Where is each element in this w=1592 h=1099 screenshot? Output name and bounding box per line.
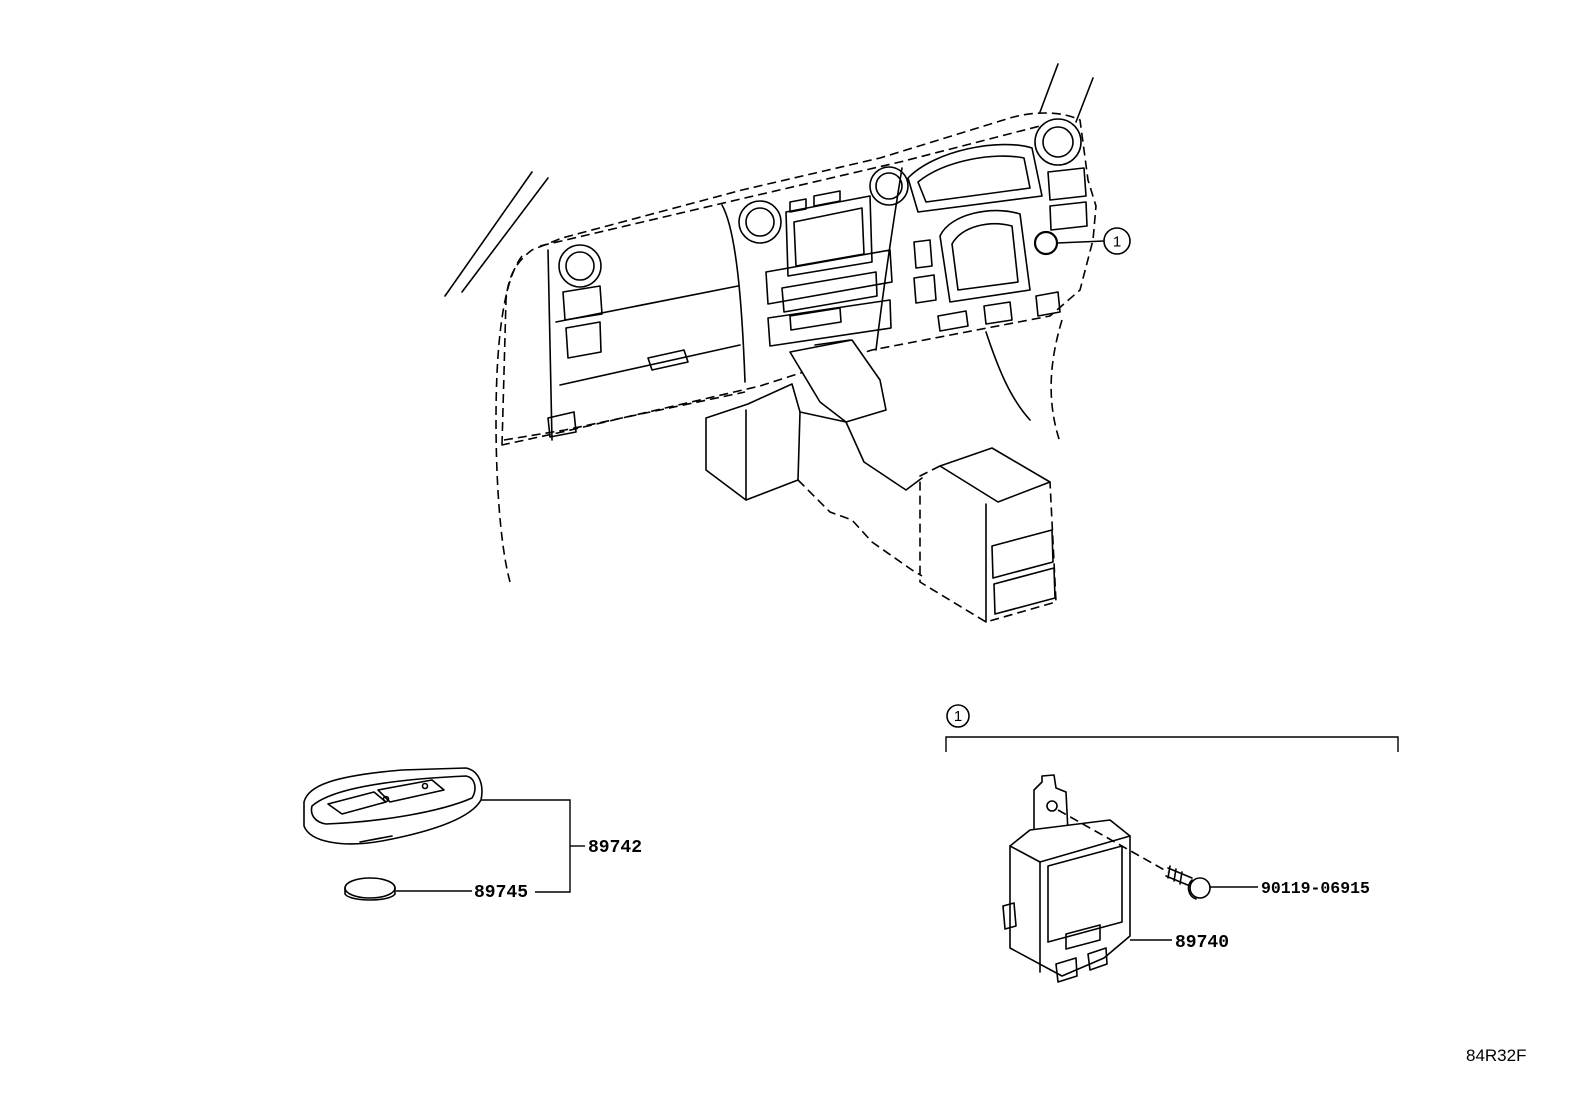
- center-right-vent-inner: [875, 172, 903, 200]
- lower-switch-inner: [789, 307, 842, 331]
- bracket-hole: [1046, 800, 1058, 812]
- radio-button-1: [789, 198, 807, 213]
- left-cap-edge: [547, 249, 553, 441]
- key-fob-leader: [481, 799, 571, 893]
- left-cap-panel-1: [562, 285, 603, 321]
- console-box-lid: [939, 447, 1051, 503]
- steering-column-inner: [951, 222, 1019, 291]
- right-vent: [1034, 118, 1082, 166]
- bolt-head: [1189, 877, 1211, 899]
- bolt-flange: [1187, 879, 1197, 900]
- key-fob-group: 89742 89745: [303, 767, 642, 903]
- key-fob-body: [303, 767, 483, 845]
- center-stack-left: [721, 204, 746, 383]
- console-box-panel-1: [991, 529, 1054, 579]
- knee-panel-switch-1: [983, 301, 1013, 325]
- left-a-pillar: [444, 171, 533, 297]
- center-stack-right: [875, 167, 903, 351]
- key-fob-button-dot: [382, 795, 390, 803]
- bolt-part-number: 90119-06915: [1261, 879, 1370, 898]
- dashboard-callout-leader: [1056, 240, 1105, 244]
- dashboard-callout-label: 1: [1113, 234, 1121, 251]
- dashboard-illustration: [444, 63, 1097, 623]
- cluster-left-switch-1: [913, 239, 933, 269]
- radio-unit: [785, 195, 873, 277]
- dashboard-callout-circle: [1103, 227, 1131, 255]
- receiver-location-marker: [1033, 230, 1059, 256]
- climate-panel-inner: [781, 271, 878, 313]
- dashboard-top-ridge: [539, 125, 1041, 247]
- cluster-left-switch-2: [913, 274, 937, 304]
- radio-button-2: [813, 190, 841, 207]
- dashboard-bottom-edge: [503, 391, 746, 441]
- key-fob-bottom-slot: [359, 835, 393, 843]
- right-cap-panel-3: [1035, 291, 1061, 317]
- bolt-shank: [1165, 865, 1193, 887]
- center-left-vent: [738, 200, 782, 244]
- key-fob-part-number: 89742: [588, 838, 642, 858]
- key-fob-button-unlock: [377, 779, 445, 803]
- center-right-vent: [869, 166, 909, 206]
- coin-battery: [344, 877, 396, 899]
- right-a-pillar-inner: [1075, 77, 1094, 123]
- battery-part-number: 89745: [474, 883, 528, 903]
- receiver-bracket: [1033, 774, 1069, 833]
- receiver-part-number: 89740: [1175, 933, 1229, 953]
- right-vent-inner: [1042, 126, 1074, 158]
- console-box-panel-2: [993, 567, 1056, 615]
- key-fob-button-dot-2: [421, 782, 429, 790]
- receiver-label-tag: [1065, 924, 1101, 950]
- receiver-top-edge: [1039, 835, 1131, 863]
- group-bracket: [945, 736, 1399, 752]
- shifter-boot: [789, 339, 887, 423]
- left-door-line: [495, 255, 523, 583]
- climate-panel: [765, 249, 893, 305]
- bolt-install-line: [1057, 809, 1169, 873]
- left-a-pillar-inner: [461, 177, 549, 293]
- tunnel-step: [845, 421, 923, 491]
- right-door-line: [1050, 319, 1063, 443]
- left-vent-inner: [565, 251, 595, 281]
- receiver-assembly-group: 1 90119-06915 89740: [945, 704, 1399, 983]
- tunnel-lower-edge: [797, 479, 923, 577]
- left-cap-panel-3: [547, 411, 577, 438]
- coin-battery-edge: [344, 887, 396, 901]
- instrument-hood: [907, 143, 1043, 213]
- knee-panel-switch-2: [937, 310, 969, 332]
- glove-box-handle: [647, 349, 689, 371]
- radio-display: [793, 207, 865, 267]
- left-vent: [558, 244, 602, 288]
- lower-switch-panel: [767, 299, 892, 347]
- diagram-id: 84R32F: [1466, 1046, 1526, 1065]
- instrument-hood-inner: [917, 155, 1031, 203]
- dashboard-outline: [501, 112, 1097, 446]
- receiver-side-clip: [1002, 902, 1017, 930]
- dashboard-callout: 1: [1056, 227, 1131, 255]
- steering-column-cover: [939, 209, 1031, 303]
- center-left-vent-inner: [745, 207, 775, 237]
- left-cap-panel-2: [565, 321, 602, 359]
- right-cap-panel-1: [1047, 167, 1087, 201]
- receiver-connector-1: [1055, 957, 1078, 983]
- tunnel-top: [799, 411, 847, 423]
- right-cap-panel-2: [1049, 201, 1088, 231]
- key-fob-top-face: [310, 775, 476, 825]
- receiver-label-area: [1047, 845, 1123, 943]
- receiver-connector-2: [1087, 947, 1108, 971]
- shifter-boot-top: [814, 339, 851, 346]
- group-callout-circle: [946, 704, 970, 728]
- tunnel-left-block: [705, 383, 801, 501]
- right-a-pillar: [1039, 63, 1059, 113]
- right-door-edge: [985, 331, 1031, 421]
- receiver-body: [1009, 819, 1131, 977]
- group-callout-label: 1: [954, 708, 962, 725]
